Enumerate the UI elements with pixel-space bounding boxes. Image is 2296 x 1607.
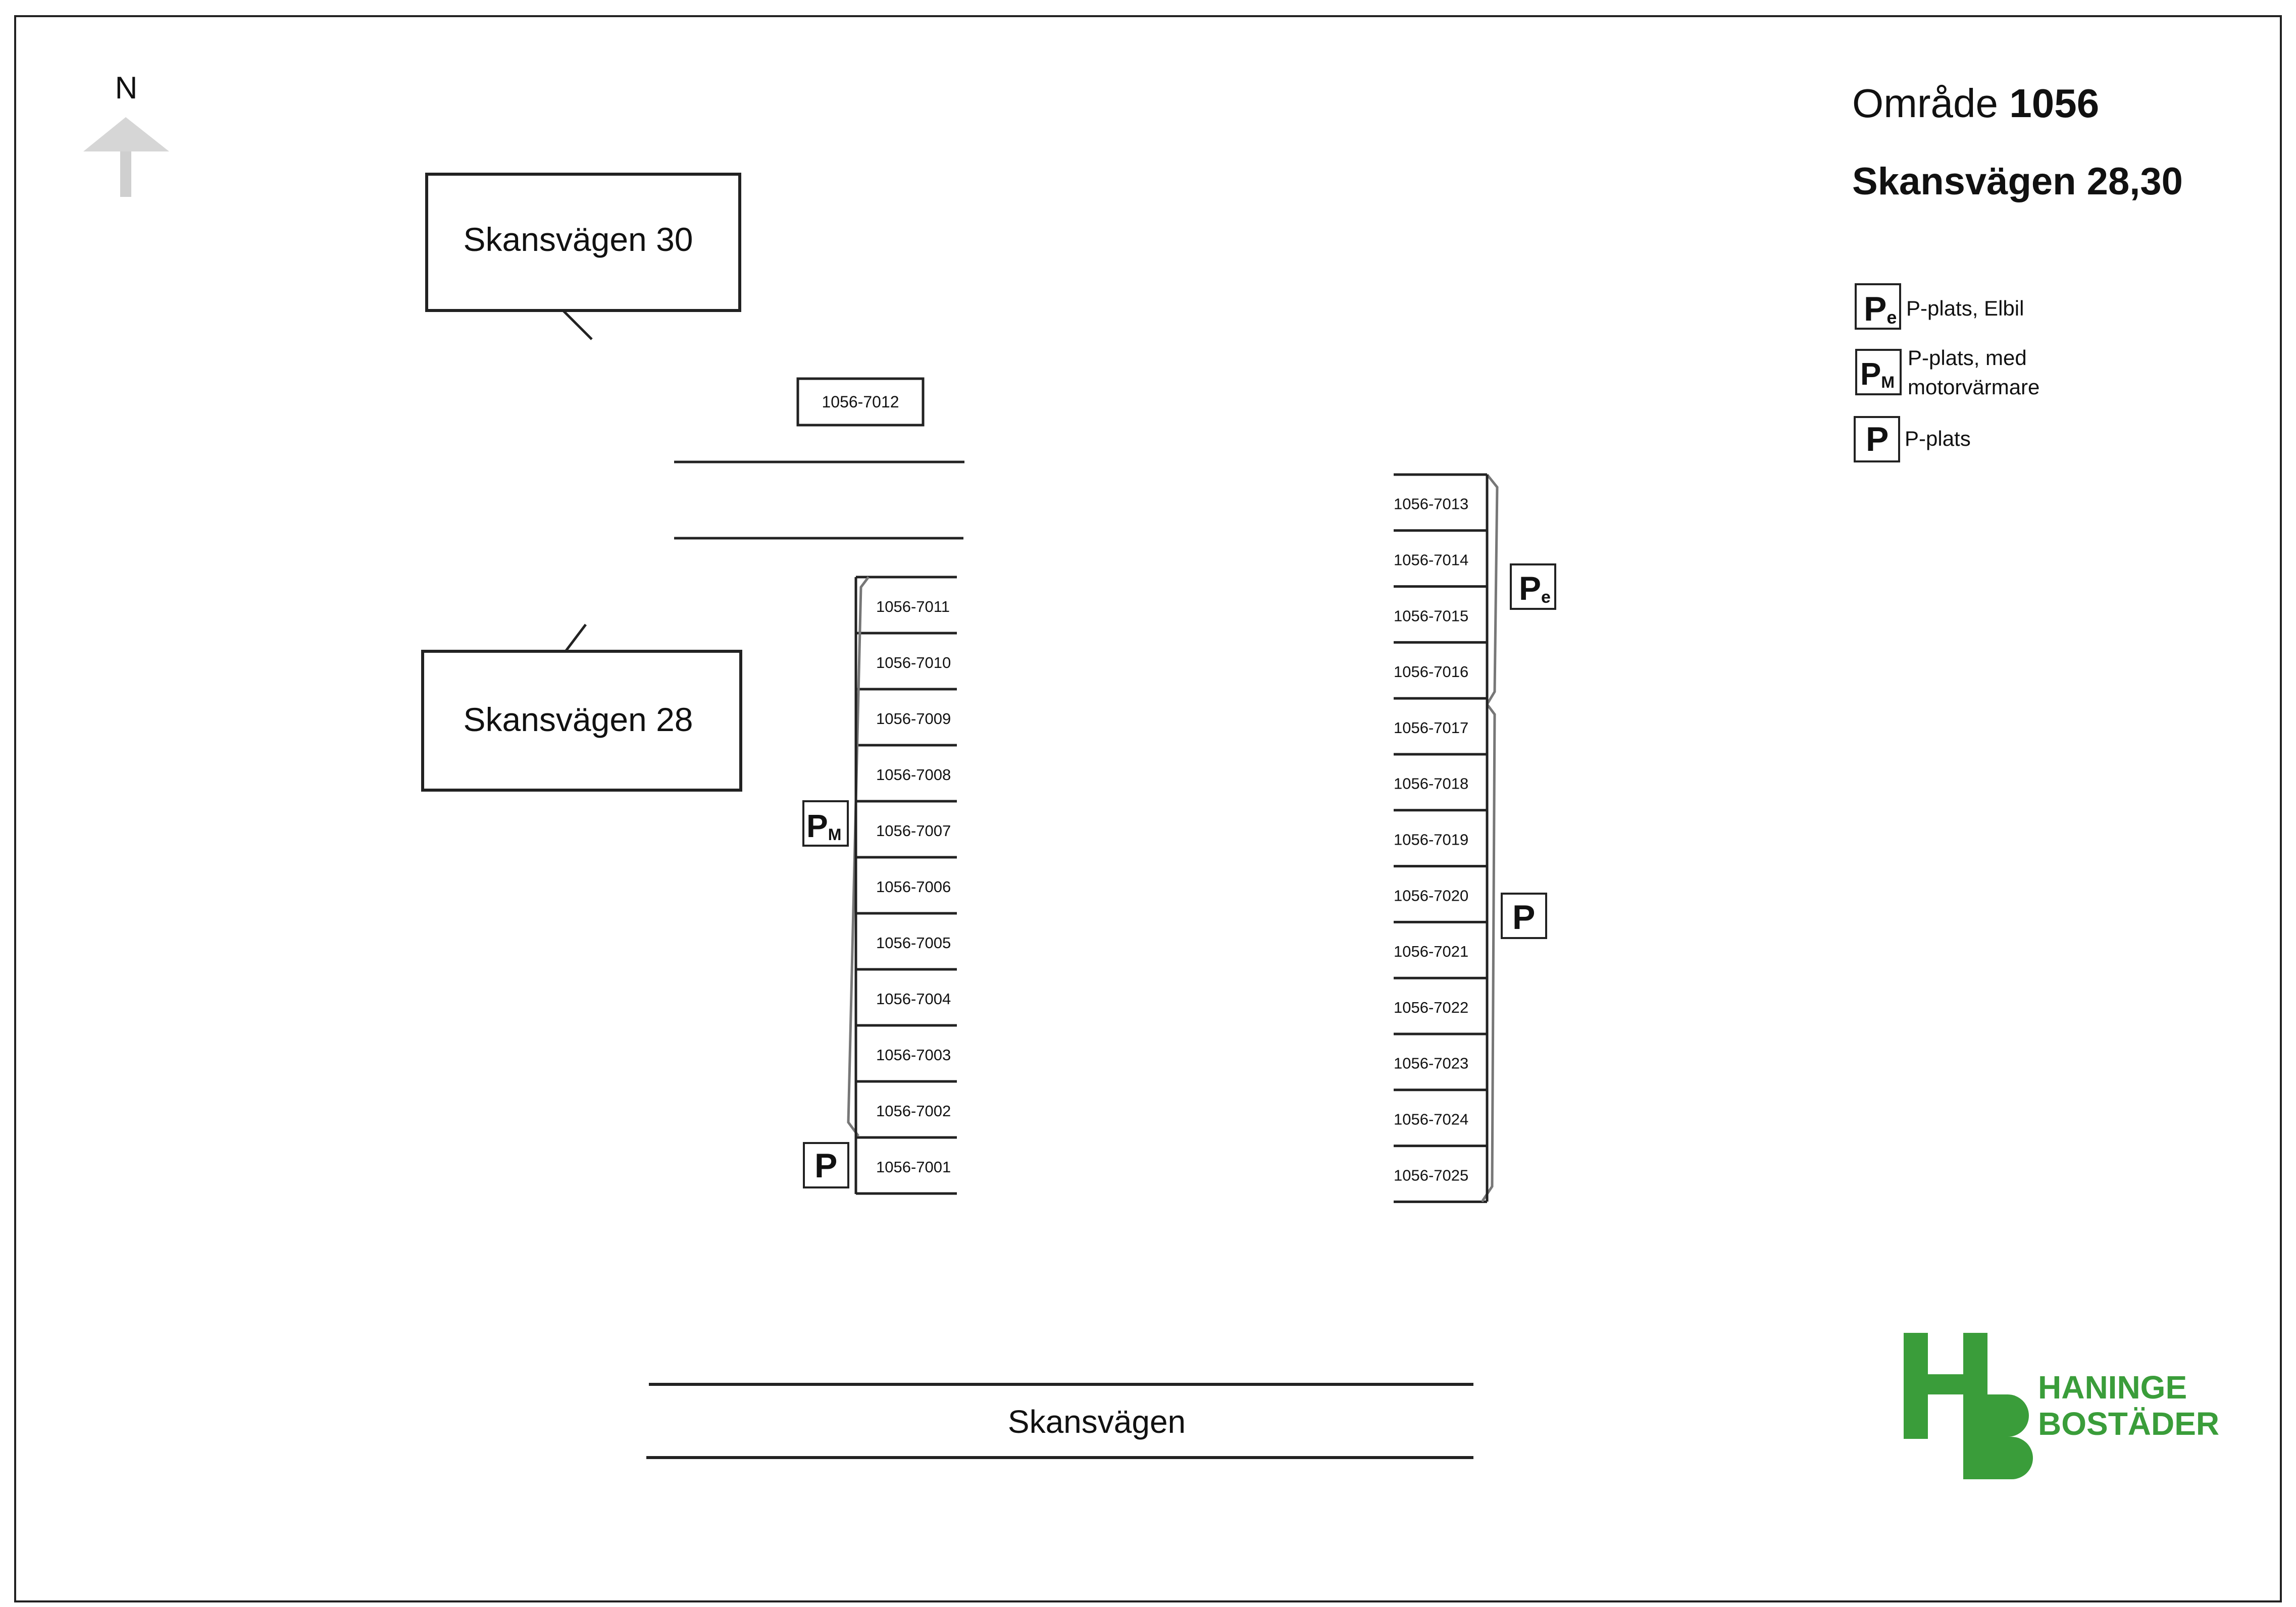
parking-spot: 1056-7002 bbox=[856, 1080, 957, 1120]
legend-text: P-plats bbox=[1905, 427, 1971, 450]
p-marker-left: P bbox=[803, 1142, 849, 1188]
parking-spot: 1056-7009 bbox=[856, 688, 957, 728]
spot-label: 1056-7025 bbox=[1394, 1166, 1468, 1184]
p-motorvarmare-icon bbox=[802, 800, 849, 847]
north-label: N bbox=[115, 71, 138, 106]
parking-spot: 1056-7005 bbox=[856, 912, 957, 952]
spot-label: 1056-7010 bbox=[876, 654, 951, 671]
svg-text:P: P bbox=[1512, 898, 1535, 937]
spot-label: 1056-7011 bbox=[876, 598, 950, 615]
spot-label: 1056-7008 bbox=[876, 766, 951, 784]
parking-spot: 1056-7024 bbox=[1394, 1088, 1487, 1128]
building-label: Skansvägen 30 bbox=[463, 221, 693, 258]
pe-bracket bbox=[1486, 474, 1499, 705]
pe-marker: Pe bbox=[1510, 563, 1556, 610]
spot-label: 1056-7002 bbox=[876, 1102, 951, 1120]
spot-label: 1056-7006 bbox=[876, 878, 951, 896]
parking-spot: 1056-7006 bbox=[856, 856, 957, 896]
p-marker-right: P bbox=[1501, 893, 1547, 939]
spot-label: 1056-7017 bbox=[1394, 719, 1468, 737]
legend-item-plats: P P-plats bbox=[1854, 416, 1971, 462]
parking-spot: 1056-7018 bbox=[1394, 753, 1487, 793]
svg-text:PM: PM bbox=[1860, 357, 1895, 392]
legend-text: motorvärmare bbox=[1908, 375, 2039, 399]
svg-text:PM: PM bbox=[806, 808, 841, 844]
parking-spot: 1056-7014 bbox=[1394, 529, 1487, 568]
parking-spot: 1056-7013 bbox=[1394, 473, 1487, 513]
spot-label: 1056-7003 bbox=[876, 1046, 951, 1064]
parking-spot: 1056-7025 bbox=[1394, 1145, 1487, 1184]
building-skansvagen-30: Skansvägen 30 bbox=[425, 173, 741, 340]
spot-label: 1056-7007 bbox=[876, 822, 951, 840]
spot-label: 1056-7021 bbox=[1394, 943, 1468, 960]
spot-label: 1056-7015 bbox=[1394, 607, 1468, 625]
logo-line2: BOSTÄDER bbox=[2038, 1406, 2219, 1442]
p-plats-icon bbox=[1501, 893, 1547, 939]
legend-item-elbil: Pe P-plats, Elbil bbox=[1855, 283, 2024, 330]
spot-label: 1056-7019 bbox=[1394, 831, 1468, 848]
parking-spot: 1056-7016 bbox=[1394, 641, 1487, 681]
building-label: Skansvägen 28 bbox=[463, 701, 693, 738]
p-plats-icon bbox=[803, 1142, 849, 1188]
p-plats-icon bbox=[1854, 416, 1900, 462]
legend: Pe P-plats, Elbil PM P-plats, med motorv… bbox=[1854, 283, 2039, 462]
spot-label: 1056-7009 bbox=[876, 710, 951, 728]
spot-label: 1056-7022 bbox=[1394, 999, 1468, 1016]
spot-label: 1056-7012 bbox=[822, 393, 899, 411]
parking-spot: 1056-7008 bbox=[856, 744, 957, 784]
parking-spot: 1056-7023 bbox=[1394, 1032, 1487, 1072]
parking-row-left: 1056-7011 1056-7010 1056-7009 1056-7008 1056… bbox=[856, 576, 957, 1195]
parking-spot: 1056-7022 bbox=[1394, 976, 1487, 1016]
spot-label: 1056-7018 bbox=[1394, 775, 1468, 793]
svg-text:Pe: Pe bbox=[1519, 569, 1551, 607]
north-arrow-icon bbox=[83, 117, 169, 197]
spot-label: 1056-7024 bbox=[1394, 1110, 1468, 1128]
svg-text:P: P bbox=[814, 1147, 837, 1185]
parking-spot: 1056-7021 bbox=[1394, 920, 1487, 960]
spot-label: 1056-7013 bbox=[1394, 495, 1468, 513]
spot-label: 1056-7005 bbox=[876, 934, 951, 952]
spot-label: 1056-7004 bbox=[876, 990, 951, 1008]
parking-spot: 1056-7019 bbox=[1394, 809, 1487, 848]
area-title: Område 1056 bbox=[1852, 81, 2099, 126]
parking-spot: 1056-7004 bbox=[856, 968, 957, 1008]
parking-spot: 1056-7003 bbox=[856, 1024, 957, 1064]
parking-spot: 1056-7010 bbox=[856, 632, 957, 671]
address-title: Skansvägen 28,30 bbox=[1852, 160, 2183, 203]
p-motorvarmare-icon bbox=[1855, 349, 1902, 395]
building-skansvagen-28: Skansvägen 28 bbox=[421, 624, 742, 792]
spot-label: 1056-7001 bbox=[876, 1158, 951, 1176]
p-elbil-icon bbox=[1855, 283, 1901, 330]
svg-text:P: P bbox=[1866, 420, 1889, 458]
legend-text: P-plats, med bbox=[1908, 346, 2027, 370]
haninge-bostader-logo: HANINGE BOSTÄDER bbox=[1904, 1333, 2219, 1479]
logo-line1: HANINGE bbox=[2038, 1369, 2187, 1406]
parking-spot: 1056-7015 bbox=[1394, 585, 1487, 625]
spot-label: 1056-7016 bbox=[1394, 663, 1468, 681]
parking-spot: 1056-7011 bbox=[856, 576, 957, 615]
parking-row-right: 1056-7013 1056-7014 1056-7015 1056-7016 1056… bbox=[1394, 473, 1487, 1203]
spot-label: 1056-7020 bbox=[1394, 887, 1468, 904]
parking-spot-7012: 1056-7012 bbox=[796, 377, 925, 427]
p-elbil-icon bbox=[1510, 563, 1556, 610]
legend-item-motorvarmare: PM P-plats, med motorvärmare bbox=[1855, 346, 2039, 399]
pm-marker: PM bbox=[802, 800, 849, 847]
parking-spot: 1056-7017 bbox=[1394, 697, 1487, 737]
parking-spot: 1056-7007 bbox=[856, 800, 957, 840]
spot-label: 1056-7023 bbox=[1394, 1055, 1468, 1072]
legend-text: P-plats, Elbil bbox=[1906, 296, 2024, 320]
road-skansvagen: Skansvägen bbox=[646, 1383, 1473, 1459]
svg-text:Pe: Pe bbox=[1864, 290, 1897, 328]
parking-spot: 1056-7020 bbox=[1394, 865, 1487, 904]
spot-label: 1056-7014 bbox=[1394, 551, 1468, 568]
road-label: Skansvägen bbox=[1008, 1404, 1186, 1440]
map-border bbox=[14, 15, 2282, 1602]
parking-spot: 1056-7001 bbox=[856, 1136, 957, 1176]
